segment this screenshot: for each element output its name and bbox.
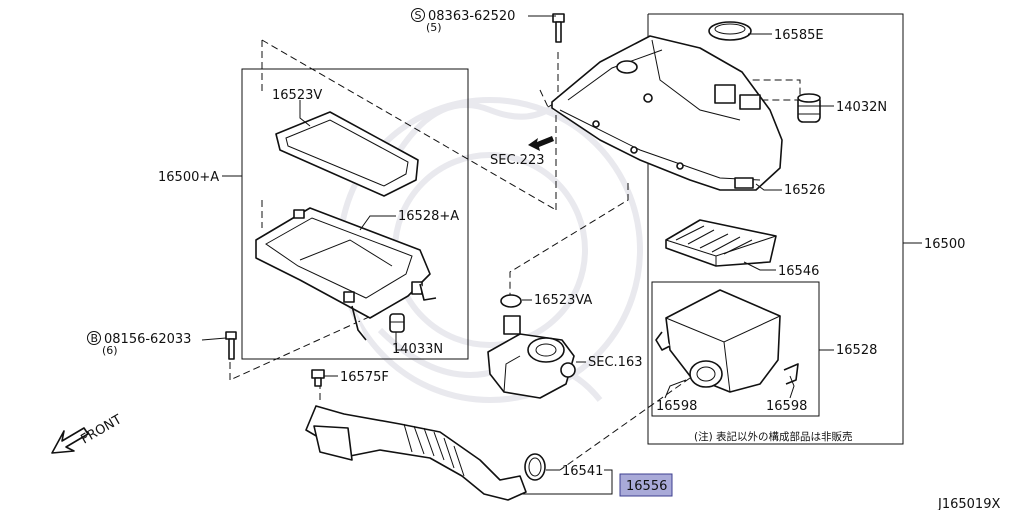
part-label-16556[interactable]: 16556	[619, 473, 673, 497]
label-08363: 08363-62520	[428, 9, 515, 24]
bolt-08363-drawing	[552, 13, 565, 43]
qty-08156: (6)	[102, 344, 118, 357]
label-16541[interactable]: 16541	[562, 464, 603, 479]
label-14033N[interactable]: 14033N	[392, 342, 443, 357]
arrow-sec223-drawing	[528, 136, 554, 151]
bolt-08156-drawing	[225, 331, 237, 360]
lower-box-16528A-drawing	[255, 207, 437, 341]
part-label-08363[interactable]: S 08363-62520 (5)	[411, 8, 516, 35]
grommet-14032N-drawing	[797, 93, 821, 123]
frame-16528	[651, 281, 820, 417]
label-16585E[interactable]: 16585E	[774, 28, 824, 43]
part-label-08156[interactable]: B 08156-62033 (6)	[87, 331, 192, 358]
oil-cap-drawing	[708, 21, 752, 41]
diagram-code: J165019X	[937, 497, 1000, 510]
label-16523VA[interactable]: 16523VA	[534, 293, 592, 308]
frame-16500	[647, 13, 904, 445]
filter-element-drawing	[665, 219, 777, 267]
front-label: FRONT	[79, 412, 125, 447]
upper-housing-drawing	[551, 35, 783, 191]
label-08156: 08156-62033	[104, 332, 191, 347]
intake-duct-drawing	[305, 405, 527, 501]
clamp-16541-drawing	[524, 453, 546, 481]
label-16556: 16556	[626, 479, 667, 494]
gasket-16523V-drawing	[275, 111, 419, 197]
label-16500[interactable]: 16500	[924, 237, 965, 252]
label-16528A[interactable]: 16528+A	[398, 209, 459, 224]
label-14032N[interactable]: 14032N	[836, 100, 887, 115]
o-ring-16523VA-drawing	[500, 294, 522, 308]
qty-08363: (5)	[426, 21, 442, 34]
grommet-14033N-drawing	[389, 313, 405, 333]
label-16598-right[interactable]: 16598	[766, 399, 807, 414]
label-16528[interactable]: 16528	[836, 343, 877, 358]
note-text: (注) 表記以外の構成部品は非販売	[694, 430, 853, 443]
front-arrow-icon	[51, 427, 89, 454]
label-16575F[interactable]: 16575F	[340, 370, 389, 385]
frame-16500A	[241, 68, 469, 360]
label-16523V[interactable]: 16523V	[272, 88, 322, 103]
throttle-body-drawing	[487, 315, 576, 399]
label-16546[interactable]: 16546	[778, 264, 819, 279]
prefix-symbol-b: B	[91, 332, 99, 345]
circle-b-icon	[87, 331, 101, 345]
label-16526[interactable]: 16526	[784, 183, 825, 198]
label-sec163[interactable]: SEC.163	[588, 355, 643, 370]
prefix-symbol-s: S	[415, 9, 422, 22]
leader-lines	[201, 15, 922, 495]
lower-case-drawing	[655, 289, 799, 393]
highlight-box	[619, 473, 673, 497]
label-sec223[interactable]: SEC.223	[490, 153, 545, 168]
label-16500A[interactable]: 16500+A	[158, 170, 219, 185]
circle-s-icon	[411, 8, 425, 22]
label-16598-left[interactable]: 16598	[656, 399, 697, 414]
clip-16575F-drawing	[311, 369, 325, 387]
